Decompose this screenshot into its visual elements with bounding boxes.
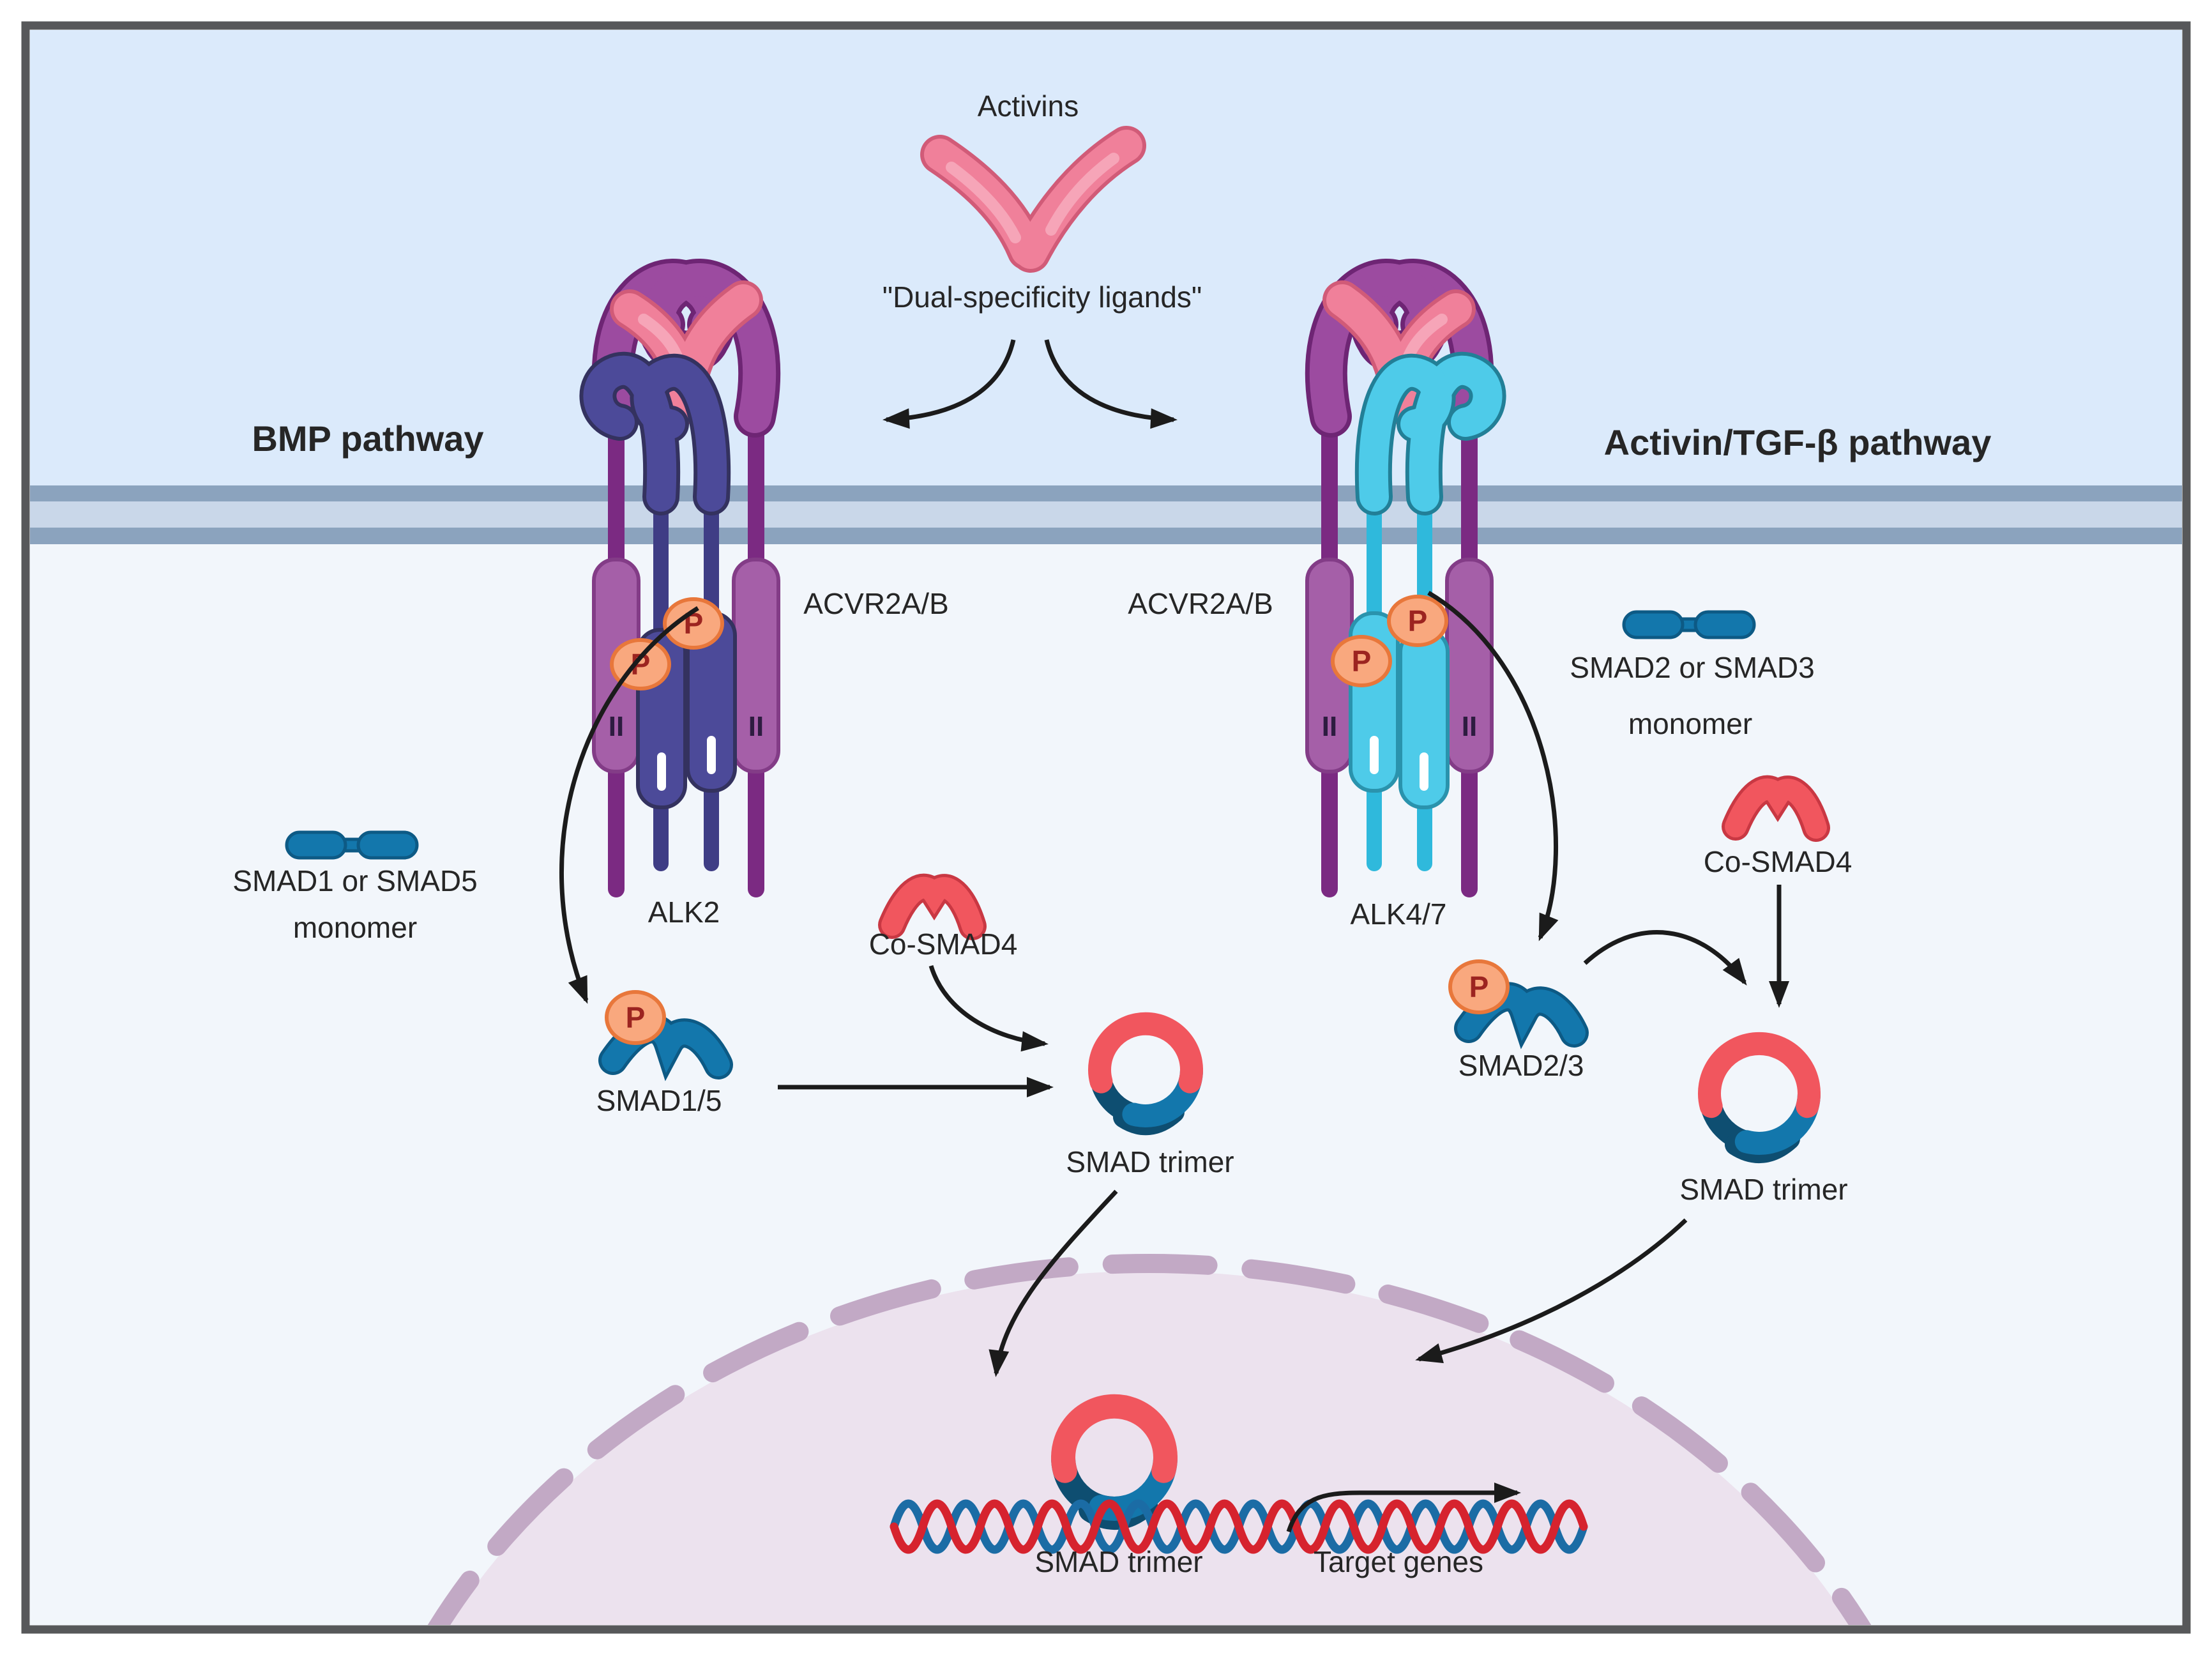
dual-specificity-label: "Dual-specificity ligands" xyxy=(883,280,1202,314)
smad2-3-monomer-icon xyxy=(1622,610,1756,639)
arrow-cosmad4-to-trimer-left xyxy=(928,965,1049,1052)
phospho-smad1-5-icon: P xyxy=(598,990,733,1081)
activins-label: Activins xyxy=(978,89,1079,123)
svg-text:P: P xyxy=(626,1001,646,1034)
cell-membrane xyxy=(30,485,2182,544)
extracellular-region xyxy=(30,30,2182,485)
acvr2ab-label-left: ACVR2A/B xyxy=(803,587,949,620)
type-i-mark xyxy=(657,752,666,791)
type-ii-glyph: II xyxy=(1462,711,1477,742)
arrow-receptor-to-smad2-3 xyxy=(1427,590,1559,942)
phospho-smad2-3-icon: P xyxy=(1448,959,1589,1049)
svg-text:P: P xyxy=(1408,604,1428,637)
smad1-5-label: SMAD1/5 xyxy=(596,1084,722,1117)
type-ii-glyph: II xyxy=(1322,711,1337,742)
arrow-smad2-3-to-trimer xyxy=(1583,930,1747,986)
arrow-to-bmp-receptor xyxy=(883,339,1016,429)
type-ii-glyph: II xyxy=(748,711,764,742)
arrow-trimer-to-nucleus-right xyxy=(1415,1218,1688,1364)
type-i-mark xyxy=(1420,752,1428,791)
phospho-icon: P xyxy=(1387,595,1448,647)
type-i-mark xyxy=(1370,736,1379,774)
arrow-receptor-to-smad1-5 xyxy=(559,606,699,1004)
smad-trimer-label-center: SMAD trimer xyxy=(1066,1145,1234,1178)
smad-trimer-icon xyxy=(1698,1032,1821,1163)
co-smad4-label-right: Co-SMAD4 xyxy=(1704,845,1852,878)
smad2-3-monomer-label-line1: SMAD2 or SMAD3 xyxy=(1570,651,1814,684)
smad-trimer-label-nucleus: SMAD trimer xyxy=(1034,1545,1202,1578)
arrow-target-gene-transcription xyxy=(1286,1483,1521,1533)
co-smad4-icon xyxy=(878,873,987,940)
smad2-3-monomer-label-line2: monomer xyxy=(1628,707,1752,740)
smad1-5-monomer-icon xyxy=(285,830,419,860)
smad1-5-monomer-label-line2: monomer xyxy=(293,911,417,944)
bmp-receptor-complex xyxy=(579,259,781,897)
arrow-to-activin-receptor xyxy=(1044,339,1178,429)
smad2-3-label: SMAD2/3 xyxy=(1458,1049,1584,1082)
figure-frame xyxy=(21,21,2191,1634)
type-i-mark xyxy=(707,736,716,774)
type-ii-glyph: II xyxy=(609,711,624,742)
svg-text:P: P xyxy=(1352,644,1372,678)
smad-trimer-icon xyxy=(1088,1012,1203,1136)
smad-trimer-label-right: SMAD trimer xyxy=(1679,1173,1847,1206)
phospho-icon: P xyxy=(1331,635,1392,687)
dna-helix-icon xyxy=(890,1499,1588,1554)
alk2-label: ALK2 xyxy=(648,896,720,929)
smad1-5-monomer-label-line1: SMAD1 or SMAD5 xyxy=(232,864,477,897)
nuclear-envelope-dashed xyxy=(428,1254,1871,1625)
activin-tgfb-pathway-title: Activin/TGF-β pathway xyxy=(1604,422,1992,462)
target-genes-label: Target genes xyxy=(1314,1545,1483,1578)
activin-ligand-icon xyxy=(920,126,1146,273)
co-smad4-icon xyxy=(1722,775,1830,842)
co-smad4-label-left: Co-SMAD4 xyxy=(869,927,1018,961)
acvr2ab-label-right: ACVR2A/B xyxy=(1128,587,1273,620)
alk4-7-label: ALK4/7 xyxy=(1351,897,1447,931)
arrow-trimer-to-nucleus-left xyxy=(989,1189,1118,1377)
bmp-pathway-title: BMP pathway xyxy=(252,418,483,459)
svg-text:P: P xyxy=(1469,970,1489,1003)
